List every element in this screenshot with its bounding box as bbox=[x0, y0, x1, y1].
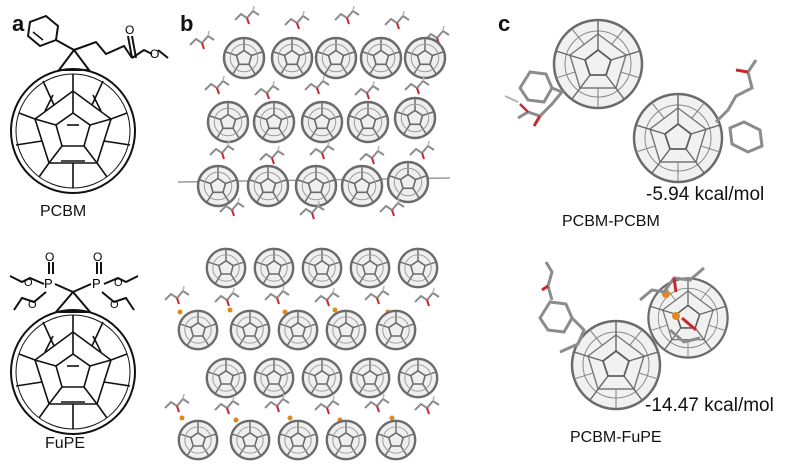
pcbm-fupe-label: PCBM-FuPE bbox=[570, 429, 662, 446]
svg-text:P: P bbox=[92, 276, 101, 291]
panel-b-letter: b bbox=[180, 11, 194, 36]
pcbm-pcbm-dimer bbox=[504, 18, 764, 184]
pcbm-label: PCBM bbox=[40, 203, 87, 220]
pcbm-fupe-energy: -14.47 kcal/mol bbox=[645, 395, 774, 416]
panel-a-letter: a bbox=[12, 11, 25, 36]
svg-text:O: O bbox=[93, 250, 102, 264]
svg-text:O: O bbox=[150, 47, 159, 61]
fupe-structure-diagram: P P O O O O O O bbox=[9, 250, 139, 435]
svg-text:O: O bbox=[24, 277, 33, 289]
pcbm-pcbm-label: PCBM-PCBM bbox=[562, 213, 660, 230]
pcbm-pcbm-energy: -5.94 kcal/mol bbox=[646, 184, 765, 205]
pcbm-crystal-packing bbox=[177, 5, 451, 220]
svg-text:P: P bbox=[44, 276, 53, 291]
svg-text:O: O bbox=[28, 299, 37, 311]
svg-text:O: O bbox=[110, 299, 119, 311]
svg-text:O: O bbox=[125, 23, 134, 37]
svg-text:O: O bbox=[114, 277, 123, 289]
svg-text:O: O bbox=[45, 250, 54, 264]
fupe-crystal-packing bbox=[164, 247, 440, 461]
panel-c-letter: c bbox=[498, 11, 511, 36]
pcbm-fupe-dimer bbox=[538, 261, 729, 411]
pcbm-structure-diagram: O O bbox=[10, 14, 169, 194]
fupe-label: FuPE bbox=[45, 435, 86, 452]
